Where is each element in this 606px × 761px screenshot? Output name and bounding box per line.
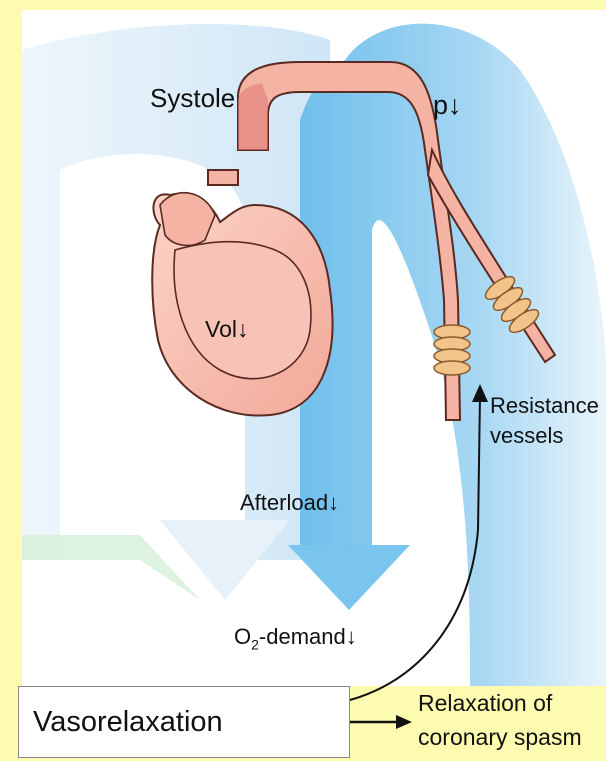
straight-arrow-head	[396, 715, 412, 729]
vasorelaxation-label: Vasorelaxation	[33, 706, 223, 739]
volume-label: Vol↓	[205, 316, 248, 342]
relaxation-label-line1: Relaxation of	[418, 690, 552, 716]
aorta-root-shade	[238, 84, 268, 150]
resistance-vessels-label-line2: vessels	[490, 423, 563, 448]
vasorelaxation-box: Vasorelaxation	[18, 686, 350, 758]
relaxation-label-line2: coronary spasm	[418, 724, 582, 750]
o2-subscript: 2	[251, 636, 259, 652]
o2-suffix: -demand↓	[259, 624, 357, 649]
systole-label: Systole	[150, 84, 235, 114]
vessel-stub	[208, 170, 238, 185]
afterload-label: Afterload↓	[240, 490, 339, 515]
pressure-label: p↓	[433, 90, 462, 121]
o2-demand-label: O2-demand↓	[234, 624, 357, 652]
resistance-vessels-label-line1: Resistance	[490, 393, 599, 418]
o2-prefix: O	[234, 624, 251, 649]
